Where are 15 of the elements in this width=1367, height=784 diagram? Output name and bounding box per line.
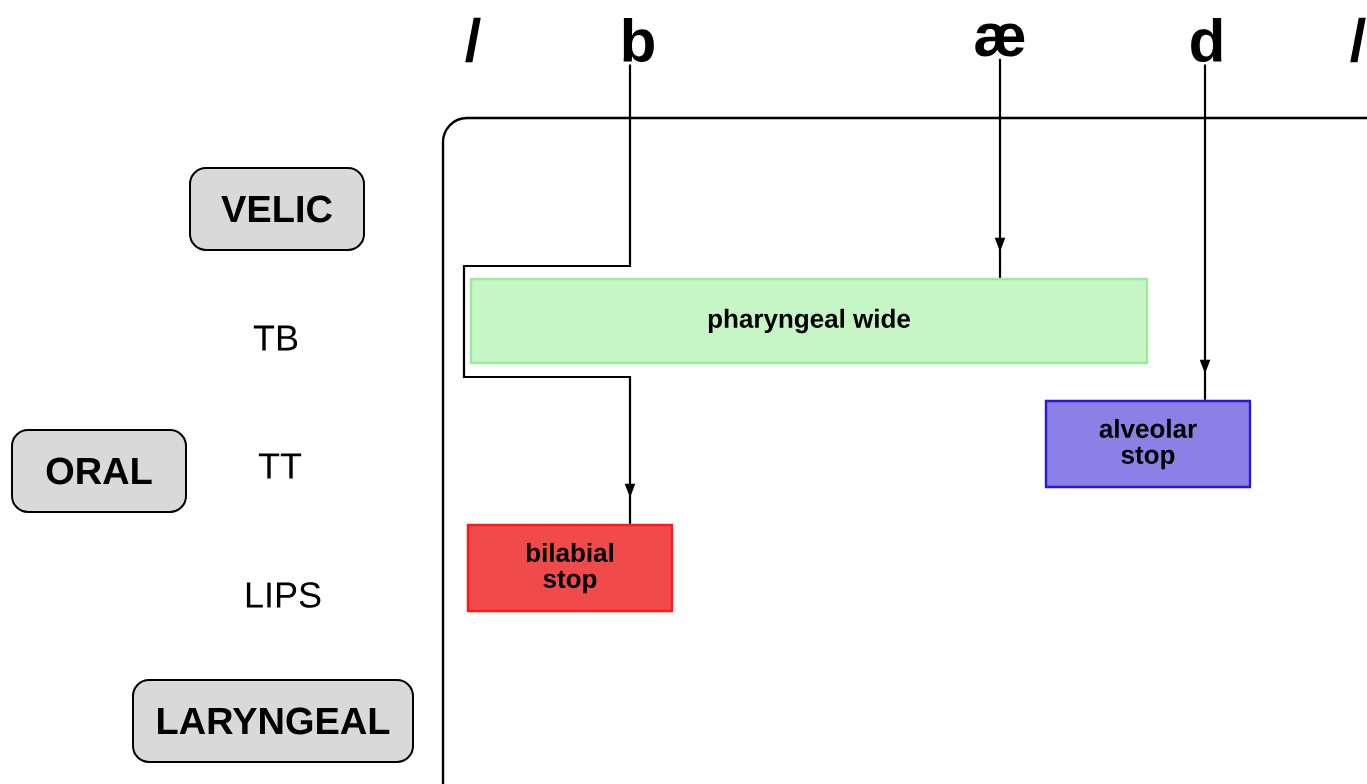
phoneme-symbol: b [623,18,654,63]
gesture-box: alveolar stop [1044,399,1252,489]
phoneme-symbol: æ [975,23,1025,57]
slash-symbol: / [1350,17,1366,63]
tier-box: VELIC [189,167,365,251]
tier-label: TB [253,325,298,351]
gesture-box: pharyngeal wide [469,277,1149,365]
tier-box: ORAL [11,429,187,513]
phoneme-symbol: d [1191,18,1222,63]
arrow [462,64,636,524]
tier-box: LARYNGEAL [132,679,414,763]
tier-label: TT [258,453,302,479]
gesture-box: bilabial stop [466,523,674,613]
slash-symbol: / [465,17,481,63]
tier-label: LIPS [246,582,321,608]
